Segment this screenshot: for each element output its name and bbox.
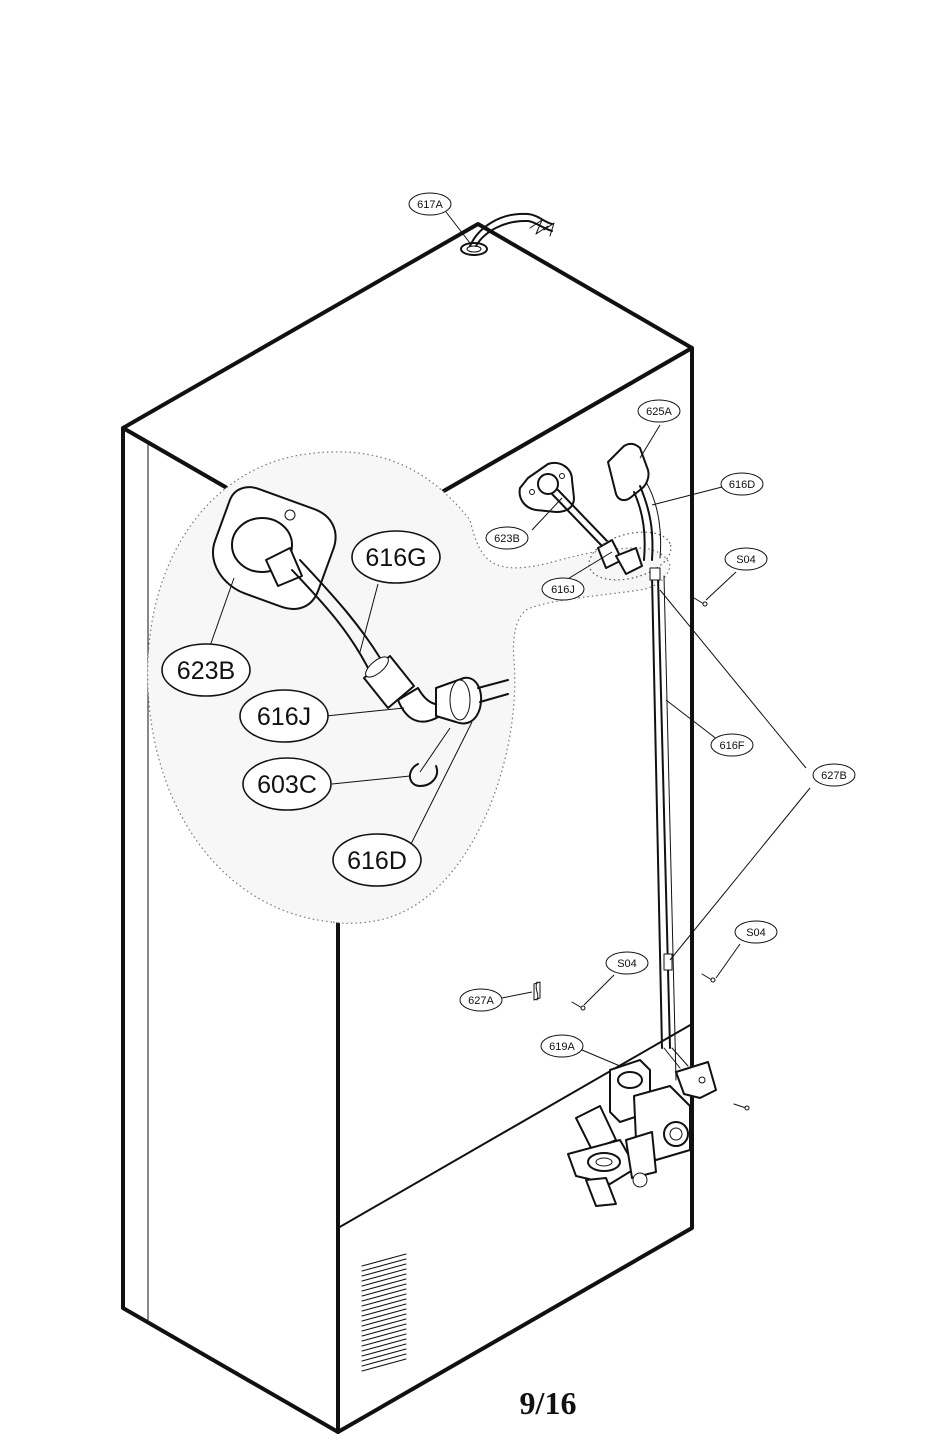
- svg-text:603C: 603C: [257, 771, 317, 799]
- screws: [571, 597, 750, 1111]
- vent-slat: [361, 1318, 407, 1332]
- vent-slat: [361, 1308, 407, 1322]
- callout-603C-large: 603C: [242, 757, 332, 811]
- svg-text:S04: S04: [736, 554, 756, 566]
- vent-slat: [361, 1283, 407, 1297]
- svg-text:616D: 616D: [347, 847, 407, 875]
- vent-slat: [361, 1278, 407, 1292]
- callout-S04-right: S04: [734, 920, 778, 944]
- vent-slat: [361, 1298, 407, 1312]
- callout-625A: 625A: [637, 399, 681, 423]
- vent-slat: [361, 1323, 407, 1337]
- svg-text:619A: 619A: [549, 1041, 575, 1053]
- svg-text:616J: 616J: [551, 584, 575, 596]
- callout-619A: 619A: [540, 1034, 584, 1058]
- vent-slat: [361, 1328, 407, 1342]
- callout-617A: 617A: [408, 192, 452, 216]
- clip-627A: [533, 981, 541, 1001]
- machine-compartment-edge: [337, 1023, 693, 1229]
- vent-slat: [361, 1258, 407, 1272]
- callout-616D-small: 616D: [720, 472, 764, 496]
- vent-slat: [361, 1333, 407, 1347]
- callout-627B: 627B: [812, 763, 856, 787]
- vent-slat: [361, 1348, 407, 1362]
- callout-S04-middle: S04: [605, 951, 649, 975]
- vent-slat: [361, 1358, 407, 1372]
- detail-valve-bracket: [212, 486, 337, 610]
- page-number: 9/16: [520, 1385, 577, 1421]
- vent-slat: [361, 1273, 407, 1287]
- svg-text:616G: 616G: [365, 544, 426, 572]
- detail-tube-616G: [291, 559, 509, 787]
- vent-slat: [361, 1293, 407, 1307]
- vent-slat: [361, 1288, 407, 1302]
- svg-text:S04: S04: [617, 958, 637, 970]
- callout-616D-large: 616D: [332, 833, 422, 887]
- svg-text:617A: 617A: [417, 199, 443, 211]
- vent-slat: [361, 1353, 407, 1367]
- water-tube-616F: [649, 567, 677, 1081]
- svg-text:623B: 623B: [177, 657, 235, 685]
- callout-623B-large: 623B: [161, 643, 251, 697]
- vent-slat: [361, 1268, 407, 1282]
- power-cord-entry: [460, 212, 555, 256]
- callout-627A: 627A: [459, 988, 503, 1012]
- callout-623B-small: 623B: [485, 526, 529, 550]
- callout-616J-small: 616J: [541, 577, 585, 601]
- svg-text:616D: 616D: [729, 479, 755, 491]
- vent-slat: [361, 1338, 407, 1352]
- svg-text:625A: 625A: [646, 406, 672, 418]
- device-625A: [607, 442, 662, 561]
- water-valve-assembly: [567, 1047, 717, 1207]
- svg-text:616F: 616F: [719, 740, 744, 752]
- svg-text:627A: 627A: [468, 995, 494, 1007]
- vent-slat: [361, 1253, 407, 1267]
- fitting-highlight: [588, 531, 672, 581]
- vent-grille: [361, 1253, 407, 1372]
- svg-text:S04: S04: [746, 927, 766, 939]
- callout-616J-large: 616J: [239, 689, 329, 743]
- svg-text:616J: 616J: [257, 703, 311, 731]
- svg-text:627B: 627B: [821, 770, 847, 782]
- vent-slat: [361, 1343, 407, 1357]
- leader-lines: [209, 211, 811, 1067]
- svg-text:623B: 623B: [494, 533, 520, 545]
- tube-clamp: [663, 953, 673, 971]
- power-cord: [469, 212, 553, 247]
- vent-slat: [361, 1313, 407, 1327]
- retaining-clip: [409, 763, 438, 787]
- callout-616F: 616F: [710, 733, 754, 757]
- callout-616G-large: 616G: [351, 530, 441, 584]
- vent-slat: [361, 1303, 407, 1317]
- callout-S04-upper: S04: [724, 547, 768, 571]
- vent-slat: [361, 1263, 407, 1277]
